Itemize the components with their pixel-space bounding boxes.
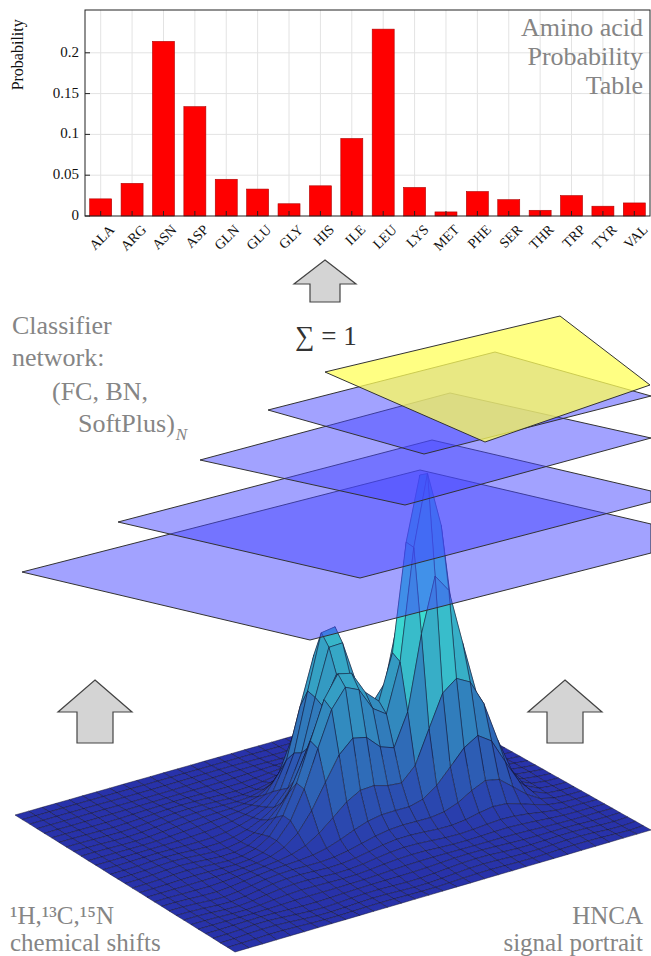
category-label: HIS: [310, 222, 337, 249]
category-label: LEU: [370, 222, 400, 252]
bar: [152, 41, 174, 216]
grid-line: [445, 10, 446, 216]
category-label: THR: [526, 222, 557, 253]
tick: [163, 211, 164, 216]
bar: [435, 212, 457, 216]
grid-line: [289, 10, 290, 216]
category-label: VAL: [621, 222, 651, 252]
grid-line: [257, 10, 258, 216]
tick: [383, 211, 384, 216]
grid-line: [477, 10, 478, 216]
category-label: ASP: [183, 222, 212, 251]
input-label: ¹H,¹³C,¹⁵N: [10, 902, 114, 930]
bar: [529, 210, 551, 216]
bar: [184, 107, 206, 216]
bar: [404, 187, 426, 216]
network-label: SoftPlus): [78, 410, 175, 439]
grid-line: [320, 10, 321, 216]
tick: [320, 211, 321, 216]
bar: [341, 138, 363, 216]
bar: [623, 203, 645, 216]
tick-label: 0.2: [60, 44, 79, 61]
grid-line: [508, 10, 509, 216]
grid-line: [100, 10, 101, 216]
category-label: GLY: [276, 222, 306, 252]
up-arrow: [528, 680, 602, 743]
tick: [100, 211, 101, 216]
chart-title: Table: [586, 72, 643, 101]
tick: [602, 211, 603, 216]
tick: [194, 211, 195, 216]
bar-chart: [85, 10, 650, 216]
axes-box: [85, 10, 650, 216]
tick: [540, 211, 541, 216]
category-label: TYR: [589, 222, 620, 253]
bar: [466, 192, 488, 216]
network-layers: [22, 316, 651, 640]
category-label: PHE: [465, 222, 495, 252]
surface-cell: [228, 943, 249, 952]
bar: [121, 183, 143, 216]
output-plane: [325, 316, 650, 442]
category-label: LYS: [403, 222, 432, 251]
chart-title: Amino acid: [521, 14, 643, 43]
network-label: (FC, BN,: [52, 378, 148, 407]
tick: [571, 211, 572, 216]
category-label: GLN: [212, 222, 243, 253]
category-label: SER: [497, 222, 526, 251]
tick-label: 0.15: [53, 85, 79, 102]
subscript: N: [176, 426, 187, 445]
category-label: ALA: [86, 222, 117, 253]
tick: [85, 216, 90, 217]
tick-label: 0.1: [60, 125, 79, 142]
bar: [561, 196, 583, 216]
bar: [90, 199, 112, 216]
tick: [226, 211, 227, 216]
tick: [85, 93, 90, 94]
tick: [132, 211, 133, 216]
bar: [278, 204, 300, 216]
bar: [309, 186, 331, 216]
tick: [85, 134, 90, 135]
bar: [372, 29, 394, 216]
bar: [247, 189, 269, 216]
sum-constraint: ∑ = 1: [295, 322, 356, 352]
tick: [414, 211, 415, 216]
tick: [257, 211, 258, 216]
network-label: Classifier: [12, 312, 112, 341]
network-label: network:: [12, 344, 104, 373]
input-label: chemical shifts: [10, 929, 161, 956]
tick: [634, 211, 635, 216]
category-label: ILE: [342, 222, 368, 248]
tick: [445, 211, 446, 216]
chart-title: Probability: [527, 43, 643, 72]
category-label: GLU: [243, 222, 274, 253]
tick: [477, 211, 478, 216]
tick: [289, 211, 290, 216]
category-label: ASN: [150, 222, 181, 253]
tick: [508, 211, 509, 216]
up-arrow: [58, 680, 132, 743]
up-arrow: [294, 260, 356, 302]
tick-label: 0.05: [53, 166, 79, 183]
tick: [85, 175, 90, 176]
bar: [215, 179, 237, 216]
grid-line: [414, 10, 415, 216]
tick-label: 0: [72, 207, 80, 224]
axis-title: Probability: [9, 19, 27, 90]
bar: [592, 206, 614, 216]
input-label: signal portrait: [503, 929, 643, 956]
bar: [498, 200, 520, 216]
category-label: ARG: [117, 222, 149, 254]
category-label: TRP: [559, 222, 588, 251]
input-label: HNCA: [572, 902, 643, 930]
tick: [85, 52, 90, 53]
tick: [351, 211, 352, 216]
category-label: MET: [431, 222, 463, 254]
